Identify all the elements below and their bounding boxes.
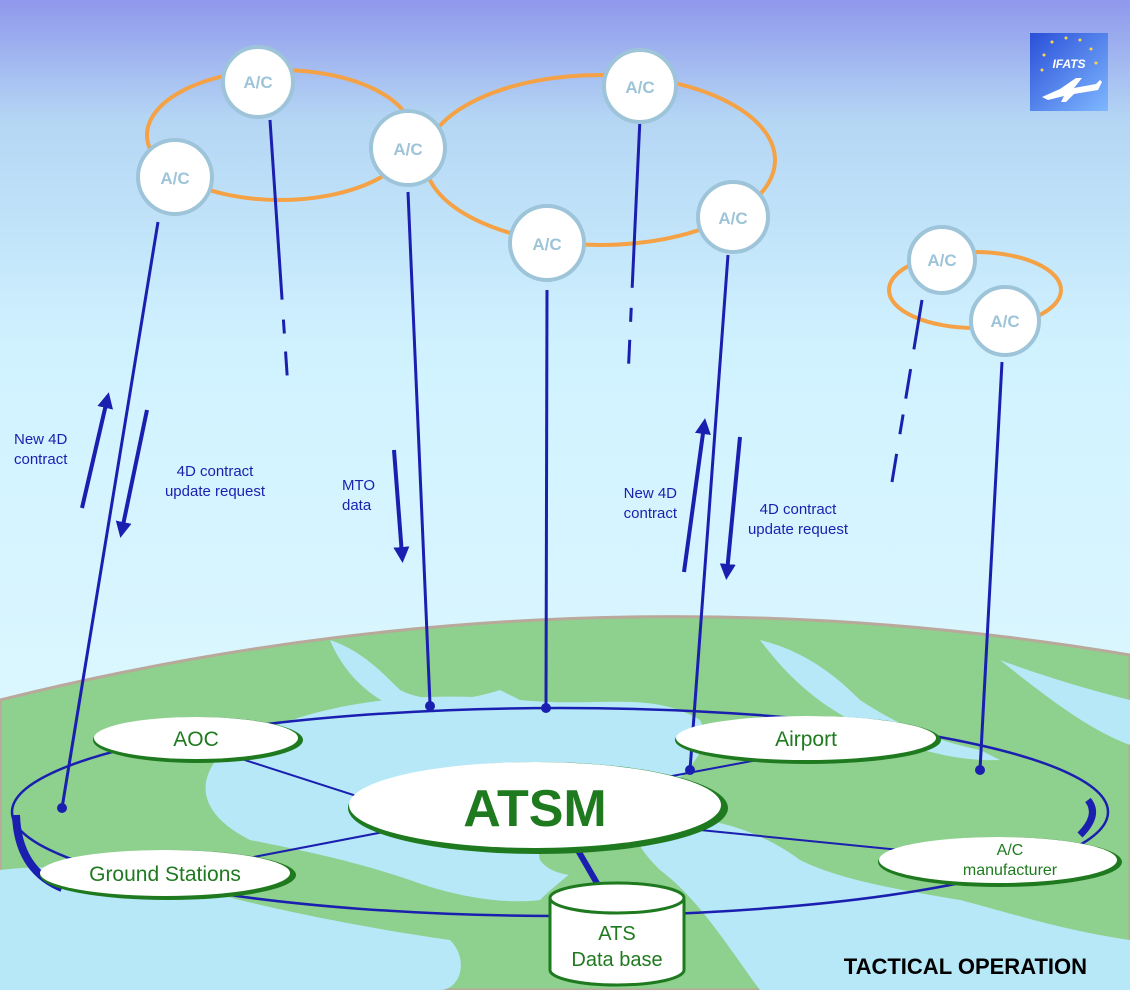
mto-label-2: data [342,497,372,514]
aoc-label: AOC [173,728,219,751]
manufacturer-label-2: manufacturer [963,862,1058,879]
right-down-label-2: update request [748,521,849,538]
right-down-arrow [719,436,742,580]
mto-down-arrow [392,449,410,563]
tactical-operation-title: TACTICAL OPERATION [844,954,1087,979]
manufacturer-node[interactable]: A/C manufacturer [878,837,1122,887]
ground-stations-label: Ground Stations [89,863,241,886]
manufacturer-label-1: A/C [997,842,1024,859]
ifats-logo: IFATS [1030,33,1108,111]
aircraft-label: A/C [625,78,654,97]
left-down-label-1: 4D contract [177,463,255,480]
aircraft-label: A/C [532,235,561,254]
left-up-label-1: New 4D [14,431,68,448]
link-junctions [57,701,985,813]
aircraft-node[interactable]: A/C [508,204,586,282]
aircraft-label: A/C [718,209,747,228]
aircraft-node[interactable]: A/C [136,138,214,216]
aircraft-node[interactable]: A/C [602,48,678,124]
aircraft-node[interactable]: A/C [221,45,295,119]
aircraft-label: A/C [393,140,422,159]
mto-label-1: MTO [342,477,375,494]
aircraft-label: A/C [160,169,189,188]
aircraft-node[interactable]: A/C [907,225,977,295]
arrow-labels: New 4D contract 4D contract update reque… [14,431,849,538]
right-up-arrow [682,418,711,573]
aircraft-nodes: A/C A/C A/C A/C A/C A/C A/C A/C [136,45,1041,357]
right-up-label-1: New 4D [624,485,678,502]
atsm-label: ATSM [463,780,606,838]
left-up-arrow [80,392,113,509]
aircraft-label: A/C [243,73,272,92]
right-up-label-2: contract [624,505,678,522]
atsm-node[interactable]: ATSM [348,762,728,854]
air-ground-links [60,117,1004,809]
aoc-node[interactable]: AOC [93,717,303,763]
ground-nodes: AOC Airport ATSM Ground Stations A/C man… [40,716,1122,987]
right-down-label-1: 4D contract [760,501,838,518]
ats-database-node[interactable]: ATS Data base [548,881,686,987]
aircraft-node[interactable]: A/C [369,109,447,187]
database-label-1: ATS [598,923,635,945]
message-arrows [80,392,742,580]
airplane-icon [1042,78,1102,102]
aircraft-label: A/C [990,312,1019,331]
database-label-2: Data base [571,949,662,971]
left-up-label-2: contract [14,451,68,468]
airport-label: Airport [775,728,837,751]
left-down-arrow [115,409,149,538]
ground-stations-node[interactable]: Ground Stations [40,850,296,900]
aircraft-label: A/C [927,251,956,270]
aircraft-node[interactable]: A/C [969,285,1041,357]
airport-node[interactable]: Airport [675,716,941,764]
logo-text: IFATS [1052,57,1085,71]
aircraft-node[interactable]: A/C [696,180,770,254]
left-down-label-2: update request [165,483,266,500]
